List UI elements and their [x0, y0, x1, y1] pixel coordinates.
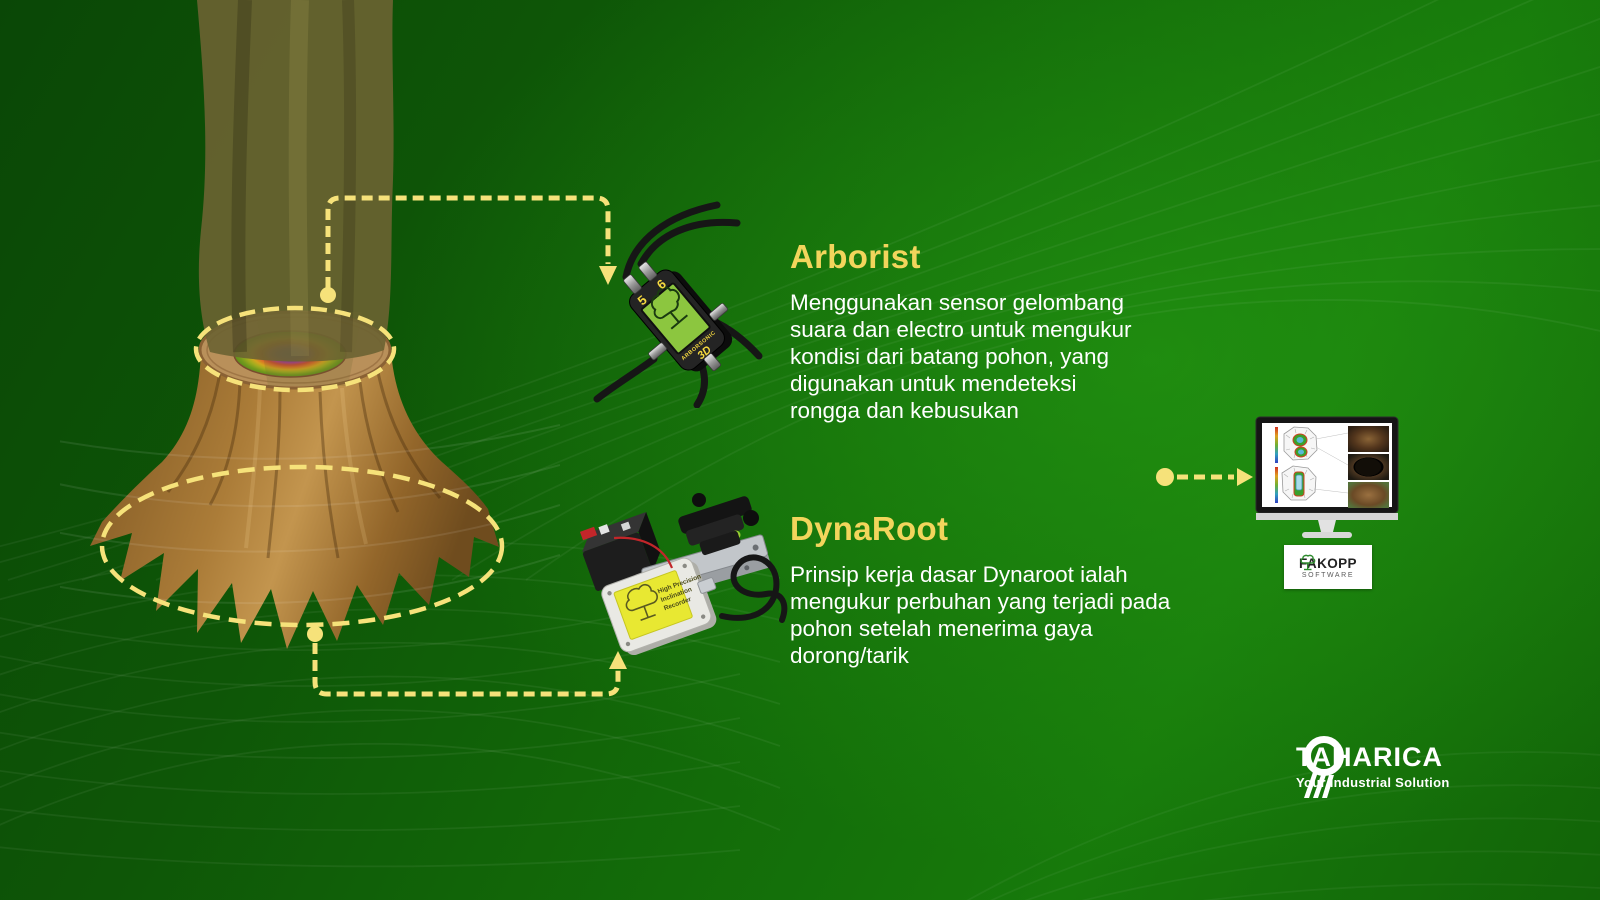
tree-icon [650, 286, 688, 330]
taharica-logo: TAHARICA Your Industrial Solution [1296, 736, 1450, 798]
stump-and-roots [90, 352, 499, 649]
color-scale-bar [1275, 427, 1278, 463]
dynaroot-title: DynaRoot [790, 510, 949, 547]
monitor-base [1302, 532, 1352, 538]
bnc-connectors [623, 261, 728, 372]
fakopp-brand: FAKOPP [1299, 555, 1357, 571]
dynaroot-device: High Precision Inclination Recorder [579, 493, 788, 656]
tree-icon [625, 583, 658, 621]
dynaroot-section: DynaRoot Prinsip kerja dasar Dynaroot ia… [790, 510, 1190, 669]
dashed-ellipse-roots [99, 464, 505, 628]
recorder-box: High Precision Inclination Recorder [601, 557, 717, 656]
taharica-tagline: Your Industrial Solution [1296, 775, 1450, 790]
power-wire [613, 536, 674, 569]
software-monitor [1255, 416, 1399, 538]
callout-lines [1313, 432, 1349, 494]
arborist-sensor-device: 5 6 ARBORSONIC 3D [593, 201, 763, 408]
root-wave-overlay [60, 424, 560, 605]
hollow-detail [1355, 458, 1381, 476]
yellow-label [613, 570, 693, 640]
cross-section-photo-1 [1348, 426, 1389, 452]
arborist-section: Arborist Menggunakan sensor gelombang su… [790, 238, 1170, 424]
cable-gland [697, 577, 717, 594]
taharica-ring-icon [1304, 736, 1344, 798]
monitor-chin [1256, 513, 1398, 520]
tree-stump-illustration [60, 0, 560, 649]
arborist-description: Menggunakan sensor gelombang suara dan e… [790, 290, 1132, 423]
taharica-brand: TAHARICA [1296, 742, 1443, 772]
arborist-title: Arborist [790, 238, 921, 275]
tomogram-plot-1 [1283, 426, 1318, 461]
color-scale-bar [1275, 467, 1278, 503]
dynaroot-description: Prinsip kerja dasar Dynaroot ialah mengu… [790, 562, 1171, 668]
fakopp-subtitle: SOFTWARE [1301, 571, 1355, 579]
tomogram-plot-2 [1281, 465, 1317, 501]
ghost-trunk-streaks [231, 0, 357, 357]
monitor-neck [1318, 520, 1336, 532]
tree-icon [1300, 554, 1316, 570]
light-beam [256, 312, 362, 386]
cross-section-photo-3 [1348, 482, 1389, 508]
recorder-cable [719, 554, 788, 623]
fakopp-software-badge: FAKOPP SOFTWARE [1284, 545, 1372, 589]
clamp-head [678, 493, 759, 556]
dashed-ellipse-trunk [193, 305, 397, 393]
